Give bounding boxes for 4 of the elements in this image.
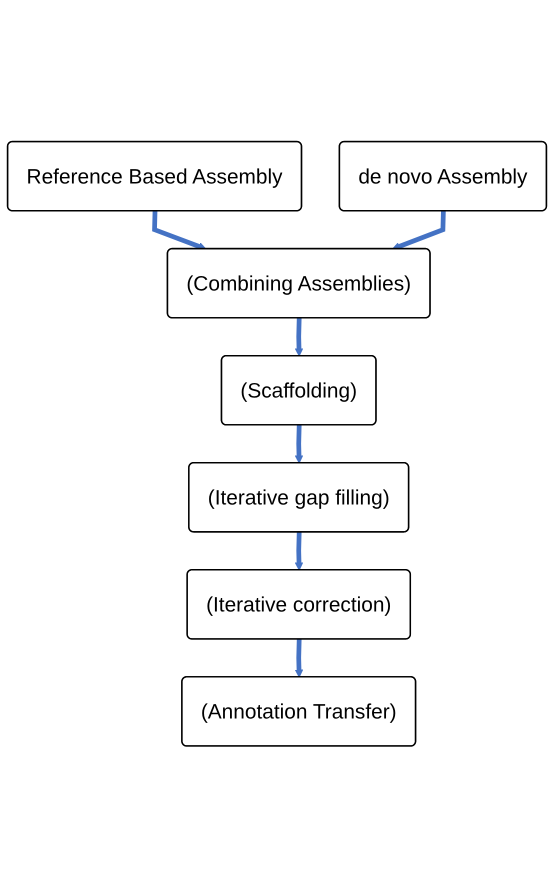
arrow [294, 532, 304, 571]
arrow [294, 425, 304, 464]
arrow [294, 318, 304, 357]
arrow [294, 640, 304, 678]
